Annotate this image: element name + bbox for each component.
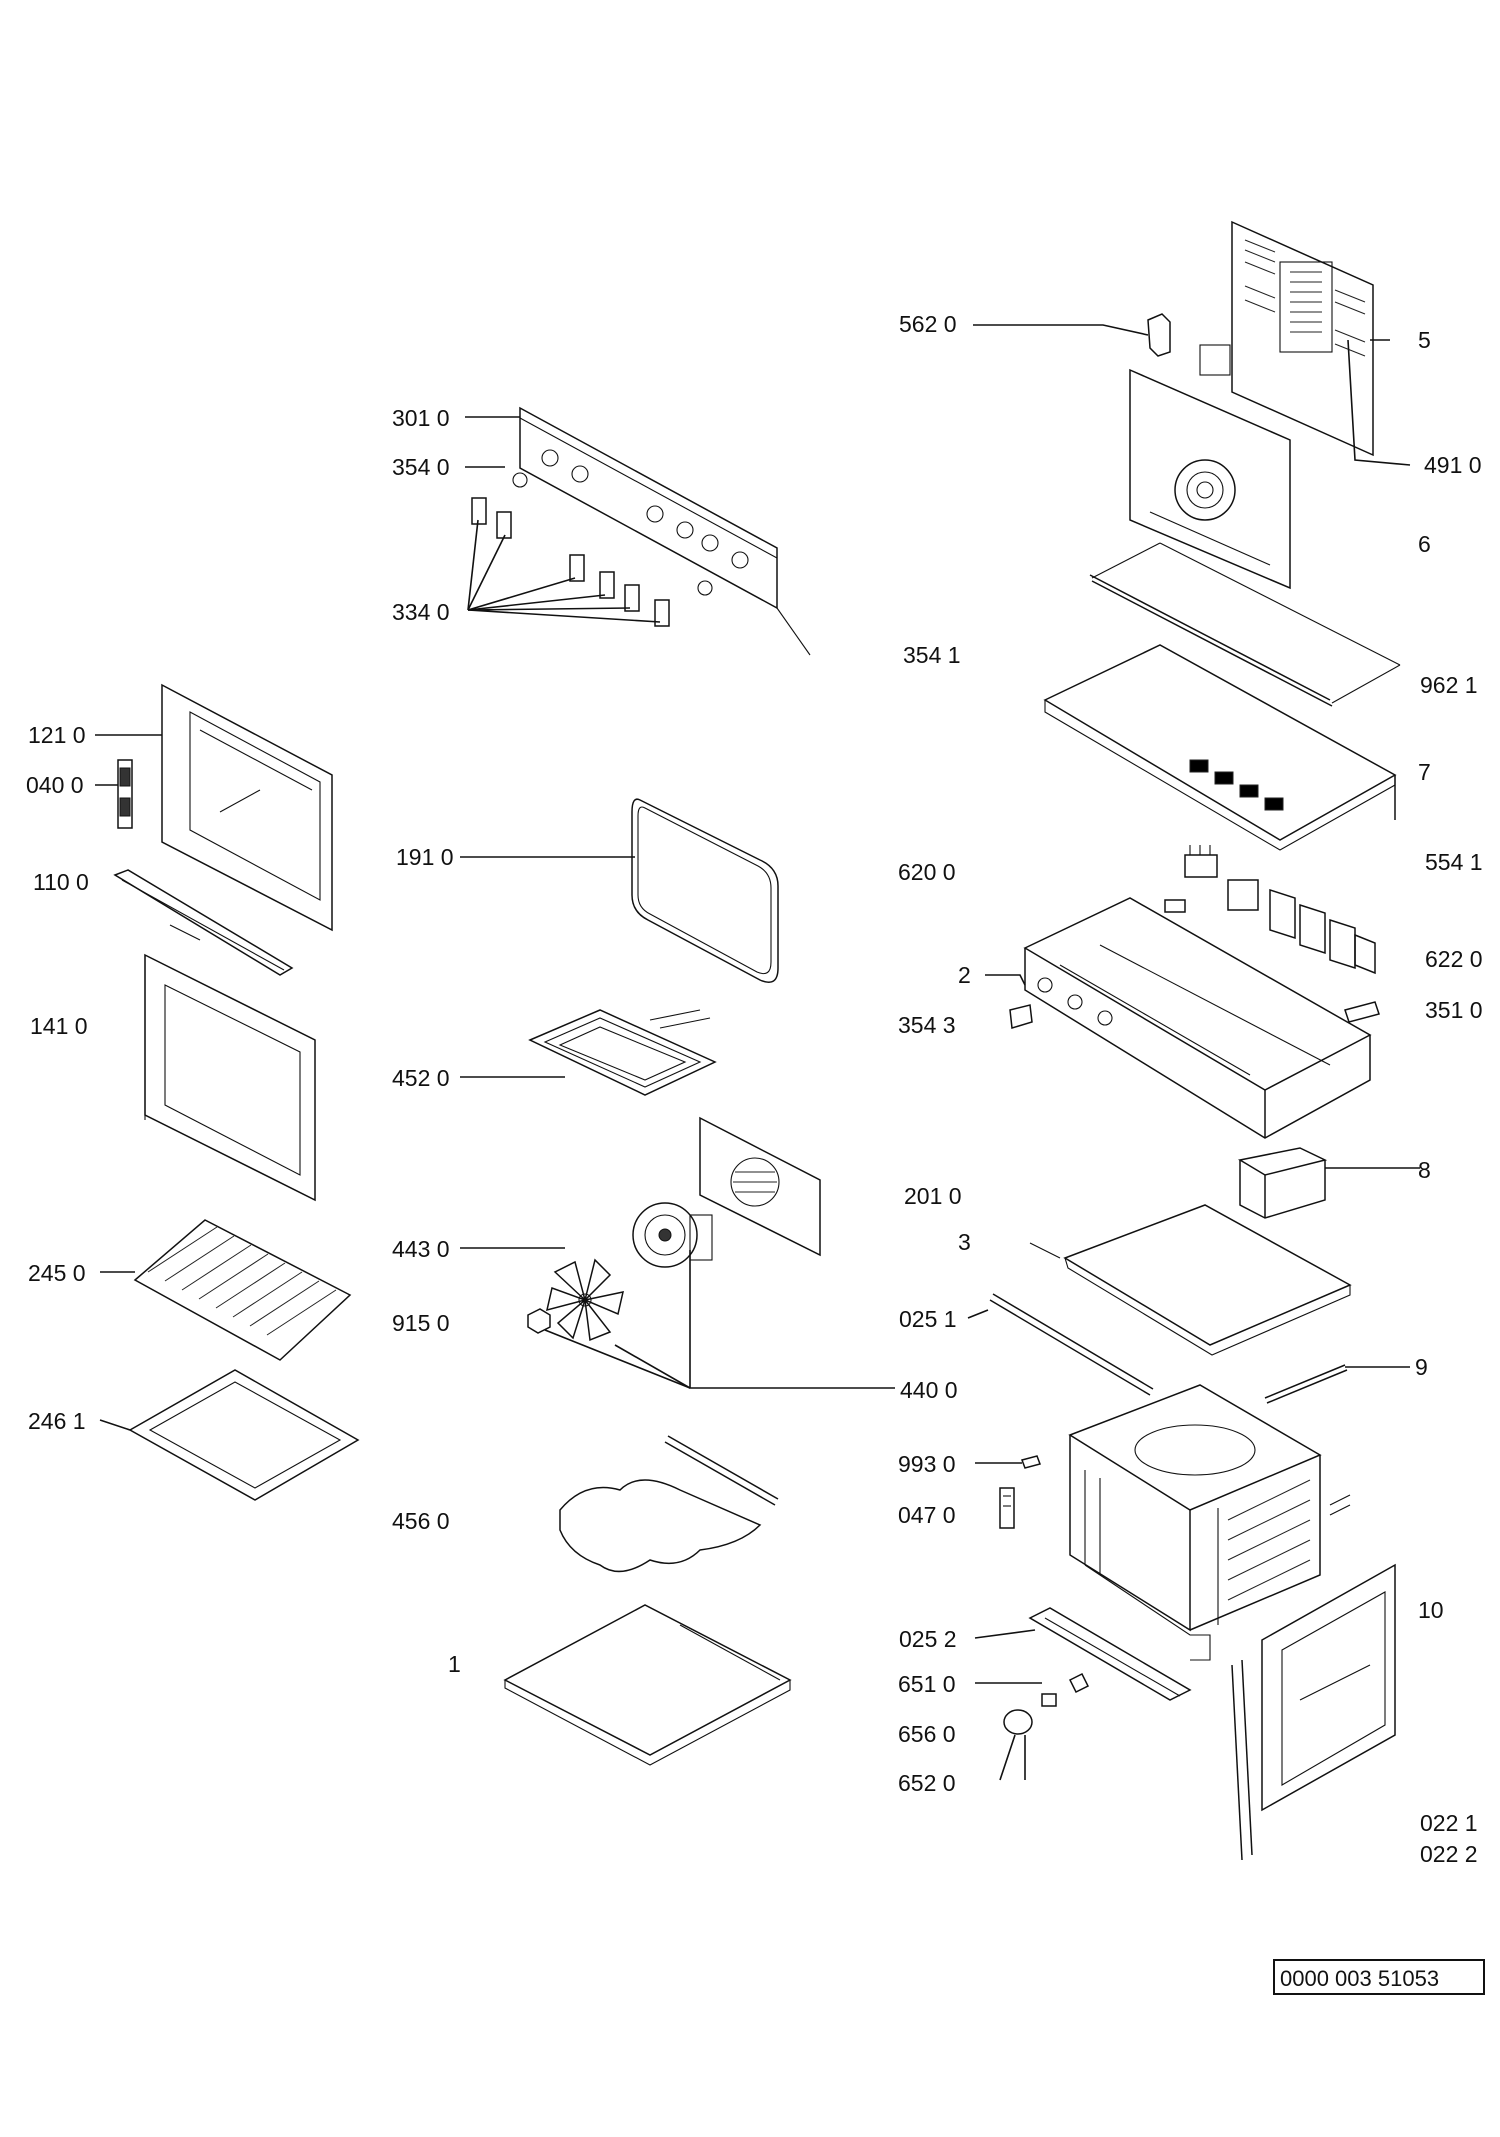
- label-993-0: 993 0: [898, 1451, 956, 1477]
- part-labels: 562 0 5 491 0 6 301 0 354 0 334 0 354 1 …: [26, 311, 1483, 1867]
- label-354-3: 354 3: [898, 1012, 956, 1038]
- switch-assembly-part: [1164, 845, 1380, 1023]
- label-443-0: 443 0: [392, 1236, 450, 1262]
- knob-parts: [999, 1672, 1090, 1781]
- block-part-8: [1237, 1147, 1328, 1219]
- label-025-1: 025 1: [899, 1306, 957, 1332]
- outer-door-part: [161, 683, 333, 932]
- label-191-0: 191 0: [396, 844, 454, 870]
- label-5: 5: [1418, 327, 1431, 353]
- small-fasteners-part: [999, 1455, 1041, 1529]
- back-plate-part: [1129, 344, 1291, 590]
- wire-rack-part: [133, 1219, 352, 1361]
- fan-blade-part: [545, 1258, 624, 1342]
- document-code-box: 0000 003 51053: [1273, 1959, 1485, 1995]
- label-554-1: 554 1: [1425, 849, 1483, 875]
- lower-heater-part: [559, 1435, 779, 1573]
- label-110-0: 110 0: [33, 869, 89, 895]
- label-491-0: 491 0: [1424, 452, 1482, 478]
- rear-panel-part: [1231, 220, 1374, 457]
- label-622-0: 622 0: [1425, 946, 1483, 972]
- label-047-0: 047 0: [898, 1502, 956, 1528]
- nut-part: [527, 1308, 551, 1334]
- label-8: 8: [1418, 1157, 1431, 1183]
- door-handle-part: [113, 869, 294, 976]
- baking-tray-part: [128, 1369, 360, 1501]
- inner-glass-part: [144, 953, 316, 1202]
- fan-motor-part: [632, 1202, 713, 1268]
- label-9: 9: [1415, 1354, 1428, 1380]
- flat-panel-part-3: [1029, 1204, 1352, 1356]
- leader-lines: [95, 324, 1420, 1684]
- label-962-1: 962 1: [1420, 672, 1478, 698]
- label-245-0: 245 0: [28, 1260, 86, 1286]
- rail-part-025-2: [1028, 1607, 1192, 1701]
- label-334-0: 334 0: [392, 599, 450, 625]
- oven-cavity-part: [1068, 1384, 1351, 1661]
- bottom-plate-part: [503, 1604, 792, 1766]
- label-10: 10: [1418, 1597, 1444, 1623]
- document-code: 0000 003 51053: [1280, 1966, 1439, 1991]
- label-025-2: 025 2: [899, 1626, 957, 1652]
- label-6: 6: [1418, 531, 1431, 557]
- label-121-0: 121 0: [28, 722, 86, 748]
- label-354-0: 354 0: [392, 454, 450, 480]
- label-656-0: 656 0: [898, 1721, 956, 1747]
- label-354-1: 354 1: [903, 642, 961, 668]
- door-frame-part: [1231, 1563, 1396, 1861]
- top-cover-part: [1043, 644, 1397, 851]
- label-440-0: 440 0: [900, 1377, 958, 1403]
- control-panel-part: [519, 406, 811, 656]
- label-452-0: 452 0: [392, 1065, 450, 1091]
- label-456-0: 456 0: [392, 1508, 450, 1534]
- rod-part-9: [1264, 1364, 1348, 1404]
- label-201-0: 201 0: [904, 1183, 962, 1209]
- label-7: 7: [1418, 759, 1431, 785]
- label-562-0: 562 0: [899, 311, 957, 337]
- label-141-0: 141 0: [30, 1013, 88, 1039]
- hinge-part: [117, 759, 133, 829]
- control-frame-part: [1009, 897, 1372, 1139]
- knobs-part-334: [471, 472, 713, 627]
- label-301-0: 301 0: [392, 405, 450, 431]
- fan-cover-part: [699, 1116, 821, 1257]
- strip-part-962: [1089, 542, 1401, 707]
- label-022-2: 022 2: [1420, 1841, 1478, 1867]
- label-246-1: 246 1: [28, 1408, 86, 1434]
- door-gasket-part: [631, 798, 779, 983]
- label-651-0: 651 0: [898, 1671, 956, 1697]
- label-1: 1: [448, 1651, 461, 1677]
- label-620-0: 620 0: [898, 859, 956, 885]
- label-2: 2: [958, 962, 971, 988]
- label-3: 3: [958, 1229, 971, 1255]
- label-040-0: 040 0: [26, 772, 84, 798]
- label-652-0: 652 0: [898, 1770, 956, 1796]
- clip-part-562: [1147, 313, 1171, 357]
- label-022-1: 022 1: [1420, 1810, 1478, 1836]
- upper-heater-part: [528, 1009, 717, 1096]
- label-351-0: 351 0: [1425, 997, 1483, 1023]
- rod-part-025-1: [989, 1293, 1154, 1396]
- label-915-0: 915 0: [392, 1310, 450, 1336]
